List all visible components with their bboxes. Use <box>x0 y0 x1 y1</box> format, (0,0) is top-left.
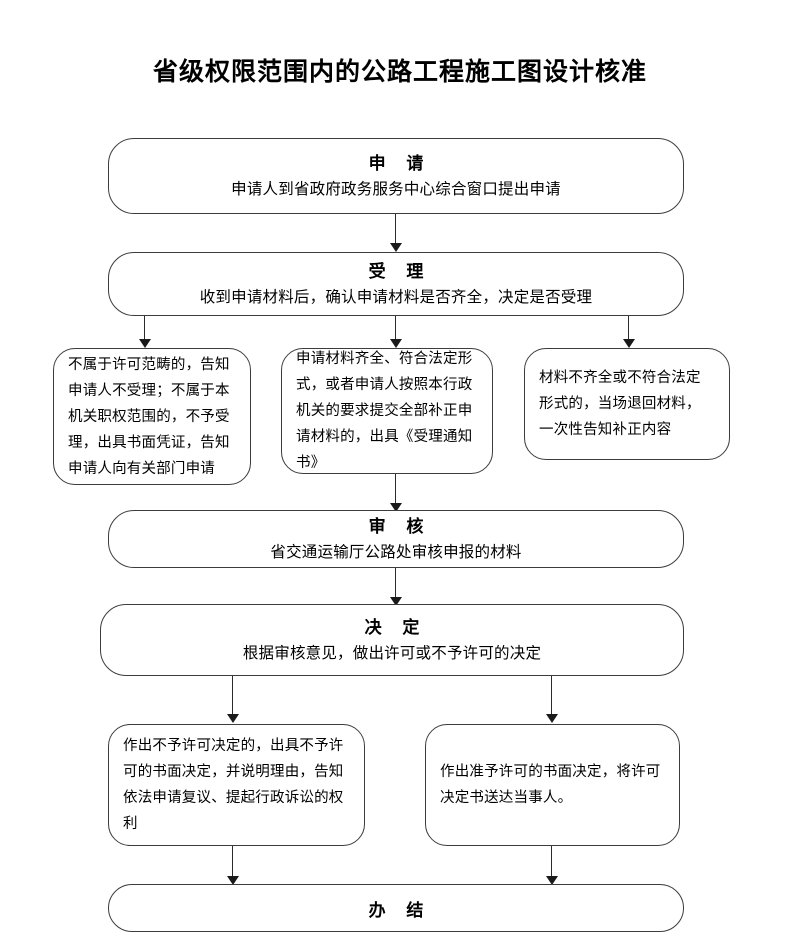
connector-line <box>232 846 234 878</box>
node-apply[interactable]: 申 请 申请人到省政府政务服务中心综合窗口提出申请 <box>108 138 684 214</box>
connector-arrow-icon <box>139 339 151 348</box>
node-apply-heading: 申 请 <box>368 153 432 173</box>
node-finish-heading: 办 结 <box>368 900 432 920</box>
connector-arrow-icon <box>390 597 402 606</box>
connector-line <box>395 568 397 599</box>
connector-line <box>551 676 553 716</box>
node-branch-not-accepted-text: 不属于许可范畴的，告知申请人不受理；不属于本机关职权范围的，不予受理，出具书面凭… <box>68 356 230 477</box>
node-branch-accepted[interactable]: 申请材料齐全、符合法定形式，或者申请人按照本行政机关的要求提交全部补正申请材料的… <box>281 348 493 474</box>
page-title: 省级权限范围内的公路工程施工图设计核准 <box>152 58 647 86</box>
connector-arrow-icon <box>227 714 239 723</box>
node-outcome-deny[interactable]: 作出不予许可决定的，出具不予许可的书面决定，并说明理由，告知依法申请复议、提起行… <box>108 724 365 846</box>
connector-line <box>551 846 553 878</box>
connector-arrow-icon <box>390 503 402 512</box>
connector-line <box>232 676 234 716</box>
node-branch-not-accepted[interactable]: 不属于许可范畴的，告知申请人不受理；不属于本机关职权范围的，不予受理，出具书面凭… <box>53 348 251 485</box>
node-decision-heading: 决 定 <box>364 617 428 637</box>
connector-line <box>395 316 397 341</box>
node-decision[interactable]: 决 定 根据审核意见，做出许可或不予许可的决定 <box>100 604 684 676</box>
node-accept-sub: 收到申请材料后，确认申请材料是否齐全，决定是否受理 <box>199 288 593 306</box>
connector-arrow-icon <box>390 339 402 348</box>
connector-arrow-icon <box>546 714 558 723</box>
node-decision-sub: 根据审核意见，做出许可或不予许可的决定 <box>242 644 542 662</box>
connector-line <box>628 316 630 341</box>
connector-arrow-icon <box>227 876 239 885</box>
connector-line <box>144 316 146 341</box>
node-accept[interactable]: 受 理 收到申请材料后，确认申请材料是否齐全，决定是否受理 <box>108 252 684 316</box>
connector-arrow-icon <box>546 876 558 885</box>
node-outcome-grant[interactable]: 作出准予许可的书面决定，将许可决定书送达当事人。 <box>425 724 680 846</box>
node-branch-returned[interactable]: 材料不齐全或不符合法定形式的，当场退回材料，一次性告知补正内容 <box>524 348 730 460</box>
connector-arrow-icon <box>623 339 635 348</box>
node-review-sub: 省交通运输厅公路处审核申报的材料 <box>270 543 522 561</box>
node-outcome-grant-text: 作出准予许可的书面决定，将许可决定书送达当事人。 <box>440 764 661 806</box>
node-branch-returned-text: 材料不齐全或不符合法定形式的，当场退回材料，一次性告知补正内容 <box>539 370 701 438</box>
node-review[interactable]: 审 核 省交通运输厅公路处审核申报的材料 <box>108 510 684 568</box>
node-outcome-deny-text: 作出不予许可决定的，出具不予许可的书面决定，并说明理由，告知依法申请复议、提起行… <box>123 738 344 832</box>
node-review-heading: 审 核 <box>368 516 432 536</box>
connector-line <box>395 474 397 505</box>
connector-line <box>395 214 397 245</box>
connector-arrow-icon <box>390 243 402 252</box>
node-branch-accepted-text: 申请材料齐全、符合法定形式，或者申请人按照本行政机关的要求提交全部补正申请材料的… <box>296 351 473 471</box>
node-finish[interactable]: 办 结 <box>108 884 684 932</box>
node-accept-heading: 受 理 <box>368 261 432 281</box>
node-apply-sub: 申请人到省政府政务服务中心综合窗口提出申请 <box>231 180 561 198</box>
